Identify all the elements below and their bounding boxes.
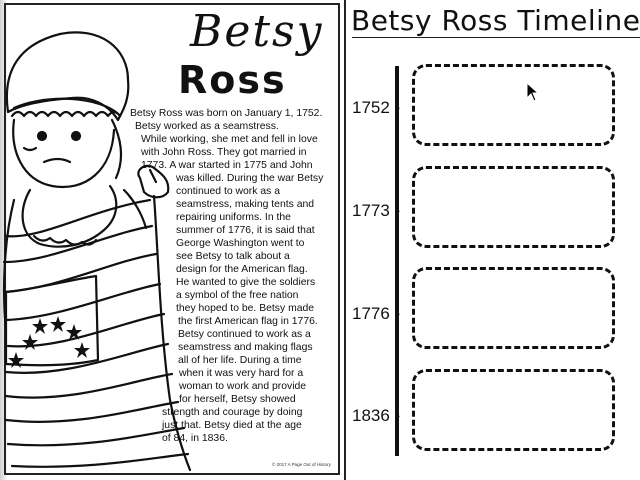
timeline-axis bbox=[395, 66, 399, 456]
copyright-notice: © 2017 A Page Out of History bbox=[272, 462, 331, 467]
bio-line: strength and courage by doing bbox=[162, 407, 303, 418]
timeline-year-1773: 1773 - bbox=[352, 201, 401, 220]
flag-stripe bbox=[4, 342, 170, 374]
bonnet-ruffle bbox=[10, 110, 122, 118]
dress-right bbox=[122, 188, 148, 230]
face-outline bbox=[12, 118, 116, 189]
left-eye bbox=[36, 130, 48, 142]
timeline-answer-box-1773[interactable] bbox=[412, 166, 615, 248]
collar bbox=[21, 184, 118, 248]
bio-line: seamstress, making tents and bbox=[176, 199, 315, 210]
bio-line: woman to work and provide bbox=[179, 381, 307, 392]
bonnet-band bbox=[12, 97, 118, 114]
bio-line: was killed. During the war Betsy bbox=[176, 173, 324, 184]
flag-stripe bbox=[6, 426, 186, 447]
bio-line: design for the American flag. bbox=[176, 264, 308, 275]
bio-line: with John Ross. They got married in bbox=[141, 147, 307, 158]
hair bbox=[110, 118, 122, 180]
timeline-title: Betsy Ross Timeline: bbox=[351, 4, 640, 37]
betsy-ross-illustration bbox=[2, 31, 192, 472]
page-divider bbox=[344, 0, 346, 480]
bio-line: just that. Betsy died at the age bbox=[162, 420, 302, 431]
bio-line: summer of 1776, it is said that bbox=[176, 225, 315, 236]
mouth bbox=[42, 157, 72, 164]
bio-line: of 84, in 1836. bbox=[162, 433, 228, 444]
left-cheek bbox=[22, 146, 38, 152]
flag-stripe bbox=[2, 224, 154, 264]
flag-canton bbox=[4, 274, 100, 367]
flag-stars bbox=[8, 316, 90, 368]
right-eye bbox=[70, 130, 82, 142]
flag-stripe bbox=[4, 372, 174, 399]
worksheet-border bbox=[4, 3, 340, 475]
timeline-answer-box-1836[interactable] bbox=[412, 369, 615, 451]
flag-edge bbox=[152, 194, 192, 472]
bio-line: all of her life. During a time bbox=[178, 355, 302, 366]
bio-line: repairing uniforms. In the bbox=[176, 212, 291, 223]
timeline-year-1776: 1776 - bbox=[352, 304, 401, 323]
bio-line: continued to work as a bbox=[176, 186, 280, 197]
bio-line: Betsy worked as a seamstress. bbox=[135, 121, 279, 132]
timeline-title-underline bbox=[352, 37, 640, 38]
bio-line: George Washington went to bbox=[176, 238, 305, 249]
flag-stripe bbox=[10, 452, 190, 468]
bio-line: Betsy Ross was born on January 1, 1752. bbox=[130, 108, 323, 119]
title-last-name: Ross bbox=[178, 58, 287, 102]
timeline-answer-box-1752[interactable] bbox=[412, 64, 615, 146]
timeline-year-1836: 1836 - bbox=[352, 406, 401, 425]
bonnet-shape bbox=[5, 31, 130, 122]
bio-line: they hoped to be. Betsy made bbox=[176, 303, 315, 314]
bio-line: when it was very hard for a bbox=[179, 368, 304, 379]
bio-line: He wanted to give the soldiers bbox=[176, 277, 316, 288]
bio-line: While working, she met and fell in love bbox=[141, 134, 318, 145]
finger bbox=[148, 168, 158, 184]
timeline-year-1752: 1752 - bbox=[352, 98, 401, 117]
bio-line: the first American flag in 1776. bbox=[178, 316, 318, 327]
bio-line: Betsy continued to work as a bbox=[178, 329, 311, 340]
flag-stripe bbox=[4, 282, 162, 322]
title-first-name: Betsy bbox=[190, 6, 324, 57]
timeline-answer-box-1776[interactable] bbox=[412, 267, 615, 349]
flag-stripe bbox=[4, 400, 180, 423]
bio-line: a symbol of the free nation bbox=[176, 290, 299, 301]
mouse-pointer-icon bbox=[526, 82, 540, 102]
flag-stripe bbox=[4, 198, 152, 238]
bio-line: for herself, Betsy showed bbox=[179, 394, 296, 405]
bio-line: 1773. A war started in 1775 and John bbox=[141, 160, 313, 171]
bio-line: seamstress and making flags bbox=[178, 342, 313, 353]
bio-line: see Betsy to talk about a bbox=[176, 251, 290, 262]
